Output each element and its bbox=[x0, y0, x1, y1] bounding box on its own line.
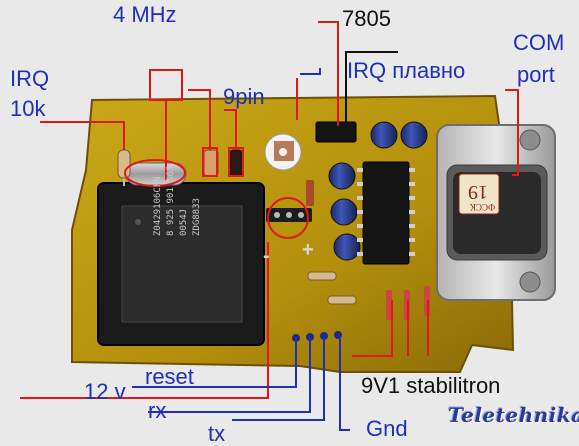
leader-lines-black bbox=[345, 51, 398, 128]
diodes-and-resistors bbox=[306, 180, 430, 320]
label-freq: 4 MHz bbox=[113, 2, 177, 27]
trimmer-potentiometer bbox=[264, 133, 302, 171]
leader-lines-blue bbox=[132, 68, 350, 431]
label-9pin: 9pin bbox=[223, 84, 265, 109]
label-tx: tx bbox=[208, 421, 226, 446]
chip-text-line4: ZDG8833 bbox=[192, 198, 202, 236]
regulator-7805 bbox=[315, 121, 357, 143]
label-12v: 12 v bbox=[84, 379, 126, 404]
power-header bbox=[266, 208, 312, 222]
label-port: port bbox=[517, 62, 555, 87]
electrolytic-capacitors bbox=[328, 121, 428, 261]
label-com: COM bbox=[513, 30, 565, 55]
brand-watermark: Teletehnika bbox=[448, 403, 579, 427]
signal-header-pins bbox=[292, 331, 342, 342]
label-irq-smooth: IRQ плавно bbox=[347, 58, 466, 83]
plcc-chip bbox=[97, 182, 265, 346]
label-gnd: Gnd bbox=[366, 416, 408, 441]
dip-ic bbox=[357, 161, 415, 265]
label-minus: - bbox=[263, 245, 270, 267]
chip-text-line2: 8 925 901 565 bbox=[166, 165, 176, 236]
leader-lines-red bbox=[20, 21, 519, 399]
label-reset: reset bbox=[145, 364, 194, 389]
com-port-connector bbox=[436, 124, 556, 301]
label-irq-10k: 10k bbox=[10, 96, 46, 121]
chip-text-line3: 0054J bbox=[179, 208, 189, 236]
small-capacitor bbox=[203, 149, 219, 177]
label-irq: IRQ bbox=[10, 66, 50, 91]
label-plus: + bbox=[302, 239, 314, 261]
label-stabilitron: 9V1 stabilitron bbox=[361, 373, 501, 398]
connector-marking: ФССК bbox=[470, 202, 496, 212]
label-regulator: 7805 bbox=[342, 6, 391, 31]
small-capacitor-dark bbox=[229, 149, 243, 177]
connector-number: 19 bbox=[468, 181, 488, 203]
chip-text-line1: Z0429106CFN bbox=[153, 176, 163, 236]
label-rx: rx bbox=[148, 398, 167, 423]
